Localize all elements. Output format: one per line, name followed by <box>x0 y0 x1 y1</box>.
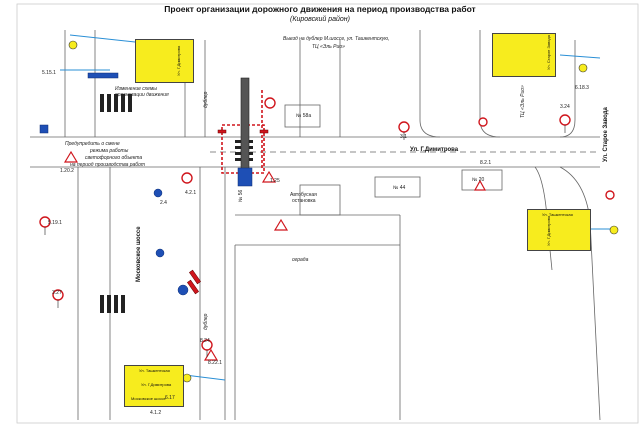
warning-signs <box>63 150 487 361</box>
frame-border <box>16 3 639 424</box>
bus-stop-label-2: остановка <box>292 198 316 204</box>
detour-box-bottom-left-top: Ул. Ташкентская <box>139 368 170 373</box>
sign-code-6: 4.2.1 <box>185 190 197 196</box>
sign-posts <box>44 125 566 357</box>
sign-code-8: 6.17 <box>165 395 175 401</box>
sign-code-5: 3.24 <box>560 104 570 110</box>
sign-code-14: 6.18.3 <box>575 85 589 91</box>
detour-box-right-middle-top: Ул. Ташкентская <box>542 212 573 217</box>
detour-box-top-right: Ул. Старое Завода <box>492 33 556 77</box>
warning-note-2: режима работы <box>90 148 129 154</box>
sign-code-3: 8.24 <box>200 338 210 344</box>
detour-box-top-left: Ул. Г.Димитрова <box>135 39 194 83</box>
street-staroe-zavoda: Ул. Старое Завода <box>603 107 609 162</box>
street-dubler-bottom: дублер <box>203 313 209 330</box>
road-network <box>30 30 601 421</box>
building-58a: № 58а <box>296 113 312 119</box>
detour-box-top-left-label: Ул. Г.Димитрова <box>176 45 181 76</box>
building-44: № 44 <box>393 185 406 191</box>
sign-code-9: 3.1 <box>400 134 407 140</box>
detour-note-2: организации движения <box>115 92 169 98</box>
detour-box-bottom-left-side: Ул. Г.Димитрова <box>141 382 172 387</box>
detour-box-top-right-label: Ул. Старое Завода <box>546 35 551 70</box>
warning-note-1: Предупредить о смене <box>65 141 120 147</box>
detour-box-bottom-left-bottom: Московское шоссе <box>131 396 166 401</box>
sign-code-4: 1.25 <box>270 178 280 184</box>
building-56: № 56 <box>238 189 244 202</box>
sign-code-12: 2.4 <box>160 200 167 206</box>
warning-note-4: на период производства работ <box>70 162 146 168</box>
exit-note: Выезд на дублер М.шоссе, ул. Ташкентскую… <box>283 36 390 42</box>
sign-code-1: 5.19.1 <box>48 220 62 226</box>
page-subtitle: (Кировский район) <box>290 16 350 23</box>
bus-stop-label-1: Автобусная <box>290 192 317 198</box>
blue-signs <box>39 72 253 296</box>
detour-box-bottom-left: Ул. Ташкентская Ул. Г.Димитрова Московск… <box>124 365 184 407</box>
crosswalks <box>100 94 253 313</box>
sign-code-13: 5.15.1 <box>42 70 56 76</box>
sign-code-7: 8.2.1 <box>480 160 492 166</box>
pipe-trench <box>240 77 250 174</box>
barriers <box>186 129 269 295</box>
fence-label: ограда <box>292 257 309 263</box>
exit-note-2: ТЦ «Эль Рио» <box>312 44 345 50</box>
sign-code-11: 8.22.1 <box>208 360 222 366</box>
street-tc-right: ТЦ «Эль Рио» <box>520 85 526 118</box>
street-dimitrova: Ул. Г.Димитрова <box>410 147 459 153</box>
page-title: Проект организации дорожного движения на… <box>164 4 476 14</box>
building-20: № 20 <box>472 177 485 183</box>
warning-note-3: светофорного объекта <box>85 155 143 161</box>
detour-box-right-middle: Ул. Ташкентская Ул. Г.Димитрова <box>527 209 591 251</box>
detour-note-1: Изменение схемы <box>115 86 157 92</box>
sign-code-2: 3.27 <box>52 290 62 296</box>
sign-code-15: 4.1.2 <box>150 410 162 416</box>
street-moskovskoe: Московское шоссе <box>136 226 142 282</box>
sign-code-10: 1.20.2 <box>60 168 74 174</box>
street-dubler-top: дублер <box>203 91 209 108</box>
detour-box-right-middle-side: Ул. Г.Димитрова <box>546 215 551 246</box>
